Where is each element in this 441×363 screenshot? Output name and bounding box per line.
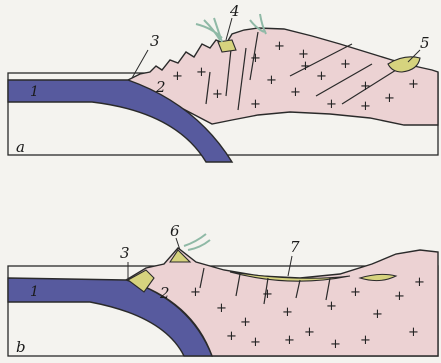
svg-text:+: + [408, 77, 419, 92]
label-2b: 2 [159, 284, 170, 302]
svg-text:+: + [304, 325, 315, 340]
svg-text:+: + [282, 305, 293, 320]
svg-text:+: + [316, 69, 327, 84]
svg-text:+: + [274, 39, 285, 54]
svg-text:+: + [330, 337, 341, 352]
svg-text:+: + [360, 79, 371, 94]
svg-text:+: + [240, 315, 251, 330]
sediment-basin-4 [218, 40, 236, 52]
svg-text:+: + [360, 99, 371, 114]
svg-text:+: + [172, 69, 183, 84]
svg-text:+: + [384, 91, 395, 106]
svg-text:+: + [190, 285, 201, 300]
svg-text:+: + [394, 289, 405, 304]
svg-text:+: + [226, 329, 237, 344]
svg-text:+: + [250, 51, 261, 66]
svg-text:+: + [196, 65, 207, 80]
svg-text:+: + [360, 333, 371, 348]
label-2a: 2 [155, 78, 166, 96]
panel-label-b: b [16, 338, 26, 356]
panel-a: +++ +++ +++ +++ +++ ++ 1 2 3 4 5 a [8, 2, 438, 162]
svg-text:+: + [408, 325, 419, 340]
svg-text:+: + [340, 57, 351, 72]
svg-text:+: + [250, 335, 261, 350]
label-4: 4 [229, 2, 240, 20]
label-1a: 1 [30, 84, 39, 100]
vegetation-icon-b [184, 234, 210, 250]
label-1b: 1 [30, 284, 39, 300]
svg-text:+: + [290, 85, 301, 100]
svg-text:+: + [250, 97, 261, 112]
svg-text:+: + [262, 287, 273, 302]
panel-label-a: a [16, 138, 25, 156]
svg-text:+: + [414, 275, 425, 290]
svg-text:+: + [300, 59, 311, 74]
svg-text:+: + [372, 307, 383, 322]
svg-text:+: + [266, 73, 277, 88]
svg-text:+: + [216, 301, 227, 316]
svg-text:+: + [212, 87, 223, 102]
label-7: 7 [290, 238, 300, 256]
label-3a: 3 [150, 32, 160, 50]
label-5: 5 [420, 34, 430, 52]
panel-b: +++ +++ +++ +++ +++ ++ 1 2 3 6 7 b [8, 222, 438, 356]
svg-text:+: + [326, 299, 337, 314]
label-6: 6 [170, 222, 180, 240]
svg-text:+: + [326, 97, 337, 112]
svg-text:+: + [350, 285, 361, 300]
vegetation-icon-a1 [196, 18, 222, 42]
label-3b: 3 [120, 244, 130, 262]
svg-text:+: + [284, 333, 295, 348]
